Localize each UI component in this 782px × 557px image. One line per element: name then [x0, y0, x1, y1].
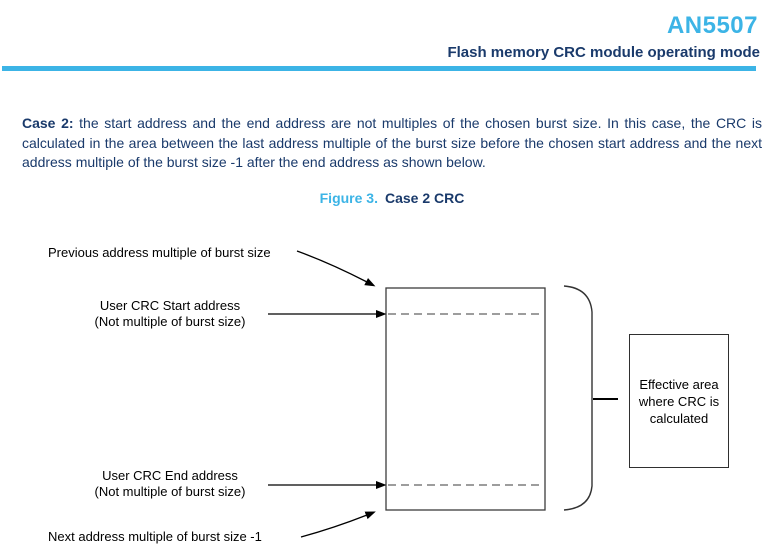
prev-address-arrow	[296, 250, 376, 287]
label-crc-start: User CRC Start address (Not multiple of …	[50, 298, 290, 329]
figure-caption: Figure 3. Case 2 CRC	[22, 190, 762, 206]
effective-area-box: Effective area where CRC is calculated	[629, 334, 729, 468]
label-crc-end: User CRC End address (Not multiple of bu…	[50, 468, 290, 499]
doc-title: Flash memory CRC module operating mode	[447, 44, 760, 61]
effective-area-line3: calculated	[649, 410, 709, 426]
label-crc-start-line2: (Not multiple of burst size)	[94, 313, 246, 329]
doc-number: AN5507	[666, 12, 758, 39]
label-crc-end-line1: User CRC End address	[102, 468, 238, 483]
label-crc-start-line1: User CRC Start address	[99, 298, 241, 313]
effective-area-brace	[563, 285, 593, 511]
label-prev-address: Previous address multiple of burst size	[48, 245, 271, 260]
effective-area-line1: Effective area	[639, 376, 719, 392]
figure-caption-label: Figure 3.	[319, 190, 378, 206]
effective-area-line2: where CRC is	[638, 393, 720, 409]
next-address-arrow	[300, 511, 376, 538]
case2-paragraph: Case 2: the start address and the end ad…	[22, 114, 762, 173]
memory-region-box	[385, 287, 546, 511]
label-next-address: Next address multiple of burst size -1	[48, 529, 262, 544]
header-rule	[2, 66, 756, 71]
label-crc-end-line2: (Not multiple of burst size)	[94, 483, 246, 499]
case2-label: Case 2:	[22, 115, 74, 131]
case2-text: the start address and the end address ar…	[22, 115, 763, 170]
figure-caption-title: Case 2 CRC	[384, 190, 465, 206]
